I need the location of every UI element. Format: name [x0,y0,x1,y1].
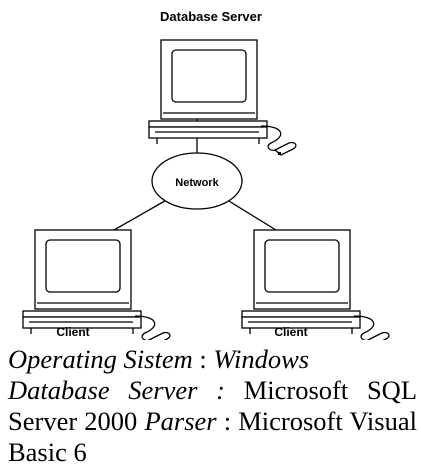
client-left-label: Client [56,325,89,339]
parser-value: : Microsoft Visual Basic 6 [8,406,417,467]
client-left-computer [22,229,171,340]
network-node [151,152,243,210]
client-right-computer [241,229,390,340]
os-separator: : [192,344,214,374]
network-diagram: Database Server Network Client Client [22,9,390,340]
db-server-value: Microsoft SQL Server 2000 [8,375,418,436]
network-label: Network [175,177,219,189]
system-specification-text: Operating Sistem : Windows Database Serv… [8,344,417,468]
server-label: Database Server [160,9,262,24]
client-right-label: Client [274,325,307,339]
db-server-label: Database Server : [8,375,225,405]
os-value: Windows [213,344,310,374]
parser-label: Parser [144,406,217,436]
os-label: Operating Sistem [8,344,193,374]
database-server-computer [148,39,297,156]
